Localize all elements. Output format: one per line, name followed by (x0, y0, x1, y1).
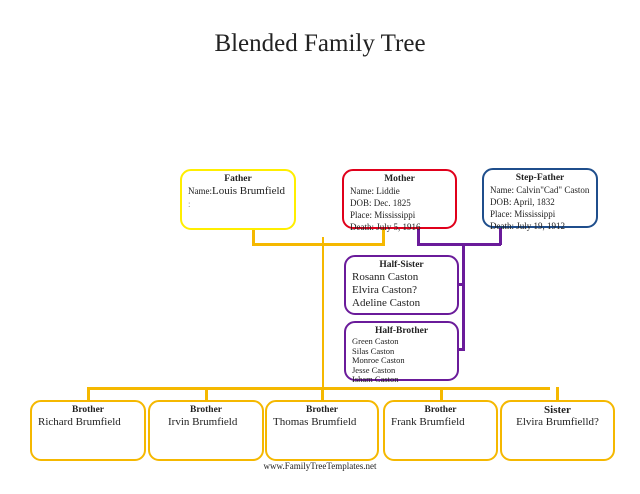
connector (462, 243, 465, 351)
child-name: Irvin Brumfield (168, 416, 238, 428)
half-brother-card: Half-Brother Green Caston Silas Caston M… (344, 321, 459, 384)
mother-place: Place: Mississippi (350, 210, 416, 220)
stepfather-place: Place: Mississippi (490, 209, 556, 219)
child-name: Elvira Brumfielld? (516, 416, 599, 428)
half-brother-name: Isham Caston (352, 374, 399, 384)
half-sister-name: Rosann Caston (352, 271, 419, 283)
half-brother-name: Jesse Caston (352, 364, 396, 375)
mother-death: Death: July 5, 1916 (350, 222, 421, 232)
half-sister-name: Elvira Caston? (352, 284, 418, 296)
stepfather-dob: DOB: April, 1832 (490, 197, 555, 207)
child-name: Thomas Brumfield (273, 416, 357, 428)
father-role: Father (224, 174, 252, 184)
stepfather-name: Name: Calvin"Cad" Caston (490, 185, 590, 195)
half-sister-name: Adeline Caston (352, 297, 421, 309)
child-name: Richard Brumfield (38, 416, 121, 428)
connector (440, 387, 443, 401)
father-name: Louis Brumfield (212, 185, 286, 197)
child-name: Frank Brumfield (391, 416, 465, 428)
child-role: Brother (71, 405, 104, 415)
child-role: Sister (544, 404, 571, 416)
half-brother-name: Silas Caston (352, 345, 395, 356)
half-brother-role: Half-Brother (374, 326, 429, 336)
footer-url: www.FamilyTreeTemplates.net (263, 461, 377, 471)
stepfather-role: Step-Father (515, 173, 565, 183)
child-role: Brother (189, 405, 222, 415)
connector (382, 227, 385, 245)
name-label: Name: (188, 186, 212, 196)
half-sister-role: Half-Sister (379, 260, 424, 270)
connector (87, 387, 90, 401)
mother-card: Mother Name: Liddie DOB: Dec. 1825 Place… (342, 169, 457, 232)
connector (321, 387, 324, 401)
connector (456, 283, 464, 286)
father-extra: : (188, 199, 191, 209)
mother-name: Name: Liddie (350, 186, 400, 196)
connector (205, 387, 208, 401)
mother-dob: DOB: Dec. 1825 (350, 198, 411, 208)
page-title: Blended Family Tree (214, 30, 426, 57)
connector (322, 237, 324, 389)
father-card: Father Name:Louis Brumfield : (180, 169, 296, 230)
connector (499, 226, 502, 245)
connector (87, 387, 550, 390)
connector (252, 228, 255, 245)
connector (252, 243, 385, 246)
stepfather-death: Death: July 19, 1912 (490, 221, 565, 231)
connector (456, 348, 464, 351)
connector (556, 387, 559, 401)
connector (417, 243, 501, 246)
half-brother-name: Monroe Caston (352, 355, 405, 365)
half-sister-card: Half-Sister Rosann Caston Elvira Caston?… (344, 255, 459, 315)
child-role: Brother (305, 405, 338, 415)
child-role: Brother (424, 405, 457, 415)
half-brother-name: Green Caston (352, 336, 399, 346)
connector (417, 227, 420, 245)
stepfather-card: Step-Father Name: Calvin"Cad" Caston DOB… (482, 168, 598, 231)
mother-role: Mother (384, 174, 415, 184)
